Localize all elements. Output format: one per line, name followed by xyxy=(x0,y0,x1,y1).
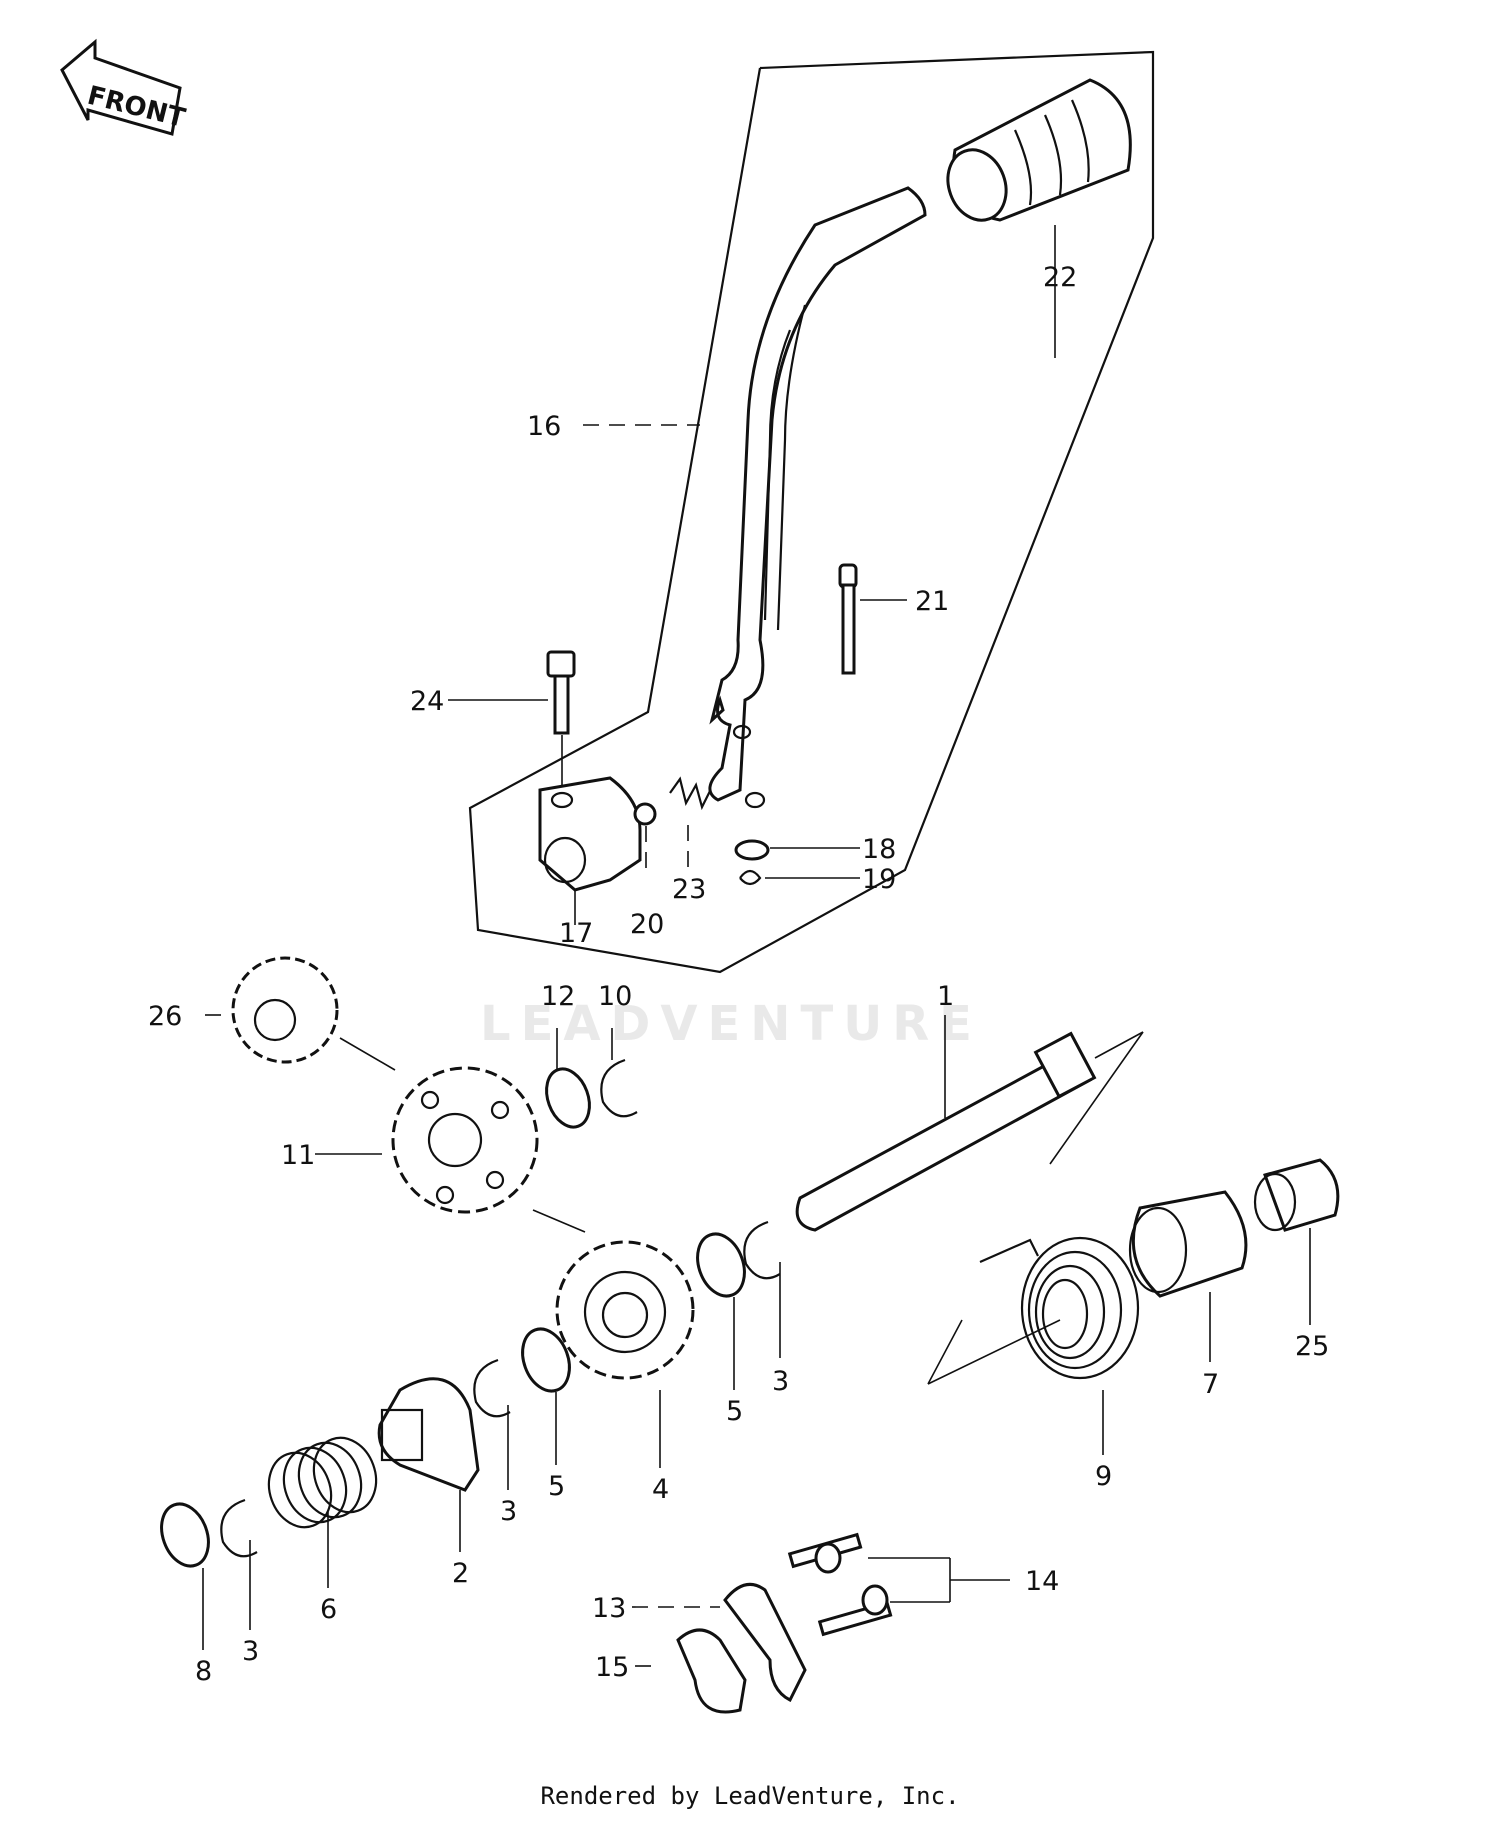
callout-24: 24 xyxy=(410,686,444,717)
callout-3-lower: 3 xyxy=(242,1636,259,1667)
callout-22: 22 xyxy=(1043,262,1077,293)
callout-7: 7 xyxy=(1202,1369,1219,1400)
callout-18: 18 xyxy=(862,834,896,865)
callout-21: 21 xyxy=(915,586,949,617)
washer-5-lower xyxy=(521,1327,571,1393)
collar xyxy=(1253,1158,1340,1232)
callout-12: 12 xyxy=(541,981,575,1012)
callout-14: 14 xyxy=(1025,1566,1059,1597)
callout-16: 16 xyxy=(527,411,561,442)
callout-2: 2 xyxy=(452,1558,469,1589)
plate-13 xyxy=(723,1582,807,1703)
circlip-3-middle xyxy=(473,1358,511,1418)
kick-shaft xyxy=(795,1031,1144,1232)
circlip-19 xyxy=(739,869,762,886)
render-credit: Rendered by LeadVenture, Inc. xyxy=(540,1782,960,1810)
washer-8 xyxy=(160,1502,210,1568)
callout-25: 25 xyxy=(1295,1331,1329,1362)
callout-20: 20 xyxy=(630,909,664,940)
callout-23: 23 xyxy=(672,874,706,905)
callout-5-lower: 5 xyxy=(548,1471,565,1502)
callout-10: 10 xyxy=(598,981,632,1012)
callout-5-upper: 5 xyxy=(726,1396,743,1427)
pivot-bolt xyxy=(838,563,858,675)
callout-11: 11 xyxy=(281,1140,315,1171)
return-spring xyxy=(927,1236,1140,1385)
detent-ball xyxy=(633,802,657,826)
gear-26 xyxy=(231,956,339,1064)
plate-15 xyxy=(676,1628,747,1714)
lever-assembly-frame xyxy=(468,50,1155,974)
callout-3-middle: 3 xyxy=(500,1496,517,1527)
washer-18 xyxy=(734,839,770,861)
front-arrow-icon: FRONT xyxy=(60,38,188,136)
bolt-14-upper xyxy=(787,1532,863,1574)
washer-5-upper xyxy=(696,1232,746,1298)
callout-13: 13 xyxy=(592,1593,626,1624)
kick-lever xyxy=(708,186,927,809)
callout-19: 19 xyxy=(862,864,896,895)
callout-8: 8 xyxy=(195,1656,212,1687)
callout-6: 6 xyxy=(320,1594,337,1625)
leader-lines xyxy=(202,225,1311,1667)
detent-spring xyxy=(669,776,711,811)
callout-26: 26 xyxy=(148,1001,182,1032)
callout-4: 4 xyxy=(652,1474,669,1505)
callout-17: 17 xyxy=(559,918,593,949)
kick-grip xyxy=(946,78,1132,222)
ratchet xyxy=(377,1377,480,1492)
watermark: LEADVENTURE xyxy=(480,996,982,1052)
callout-1: 1 xyxy=(937,981,954,1012)
spring-guide xyxy=(1128,1190,1248,1298)
callout-3-upper: 3 xyxy=(772,1366,789,1397)
lever-clamp xyxy=(538,776,642,892)
gear-11 xyxy=(391,1066,539,1214)
callout-15: 15 xyxy=(595,1652,629,1683)
washer-12 xyxy=(545,1067,591,1129)
circlip-10 xyxy=(600,1058,638,1118)
gear-4 xyxy=(555,1240,695,1380)
callout-9: 9 xyxy=(1095,1461,1112,1492)
bolt-14-lower xyxy=(817,1584,893,1637)
ratchet-spring xyxy=(267,1436,378,1529)
circlip-3-lower xyxy=(220,1498,258,1558)
circlip-3-upper xyxy=(743,1220,781,1280)
clamp-bolt xyxy=(546,650,576,790)
callout-labels: 22 16 21 24 18 19 23 20 17 26 12 10 1 11… xyxy=(148,262,1329,1687)
